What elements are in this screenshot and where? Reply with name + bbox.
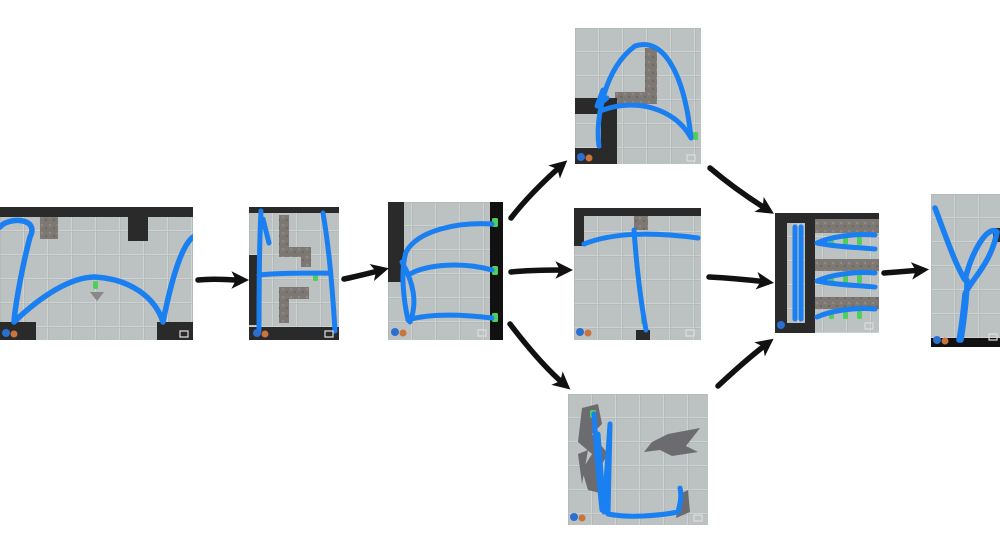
path-stroke [932, 205, 1000, 343]
crystal-icon [693, 132, 698, 140]
hand-icon [324, 330, 334, 338]
level-4b-panel[interactable] [574, 208, 701, 340]
orange-character-icon [578, 514, 586, 522]
shard-cluster [644, 428, 700, 456]
blue-character-icon [391, 328, 399, 336]
orange-character-icon [585, 154, 593, 162]
wall [574, 208, 584, 246]
path-stroke [591, 411, 684, 519]
hand-icon [685, 329, 695, 337]
arrow-4a-5 [707, 165, 774, 214]
path-stroke [399, 221, 495, 325]
orange-character-icon [584, 329, 592, 337]
level-4a-panel[interactable] [575, 28, 701, 164]
wall [601, 98, 617, 164]
orange-character-icon [10, 330, 18, 338]
level-6-panel[interactable] [931, 194, 1000, 347]
wall [0, 207, 193, 217]
hand-icon [686, 154, 696, 162]
blue-character-icon [570, 513, 578, 521]
path-stroke [256, 208, 338, 334]
orange-character-icon [399, 329, 407, 337]
rock-block [40, 217, 58, 239]
orange-character-icon [941, 337, 949, 345]
wall [249, 255, 257, 325]
level-2-panel[interactable] [249, 207, 339, 340]
blue-character-icon [253, 329, 261, 337]
goal-marker [90, 292, 104, 301]
blue-character-icon [576, 328, 584, 336]
level-4c-panel[interactable] [568, 394, 708, 525]
blue-character-icon [777, 321, 785, 329]
hand-icon [864, 322, 874, 330]
shard-cluster [578, 404, 608, 494]
hand-icon [988, 333, 998, 341]
hand-icon [179, 330, 189, 338]
crystal-icon [93, 281, 98, 289]
arrow-2-3 [341, 264, 389, 282]
wall [128, 217, 148, 241]
path-stroke [792, 224, 878, 322]
arrow-3-4b [508, 261, 574, 279]
level-5-panel[interactable] [775, 213, 879, 333]
path-stroke [594, 42, 694, 149]
blue-character-icon [2, 329, 10, 337]
level-1-panel[interactable] [0, 207, 193, 340]
hand-icon [693, 514, 703, 522]
arrow-3-4c [507, 321, 571, 390]
arrow-4c-5 [715, 338, 774, 389]
blue-character-icon [577, 153, 585, 161]
hand-icon [477, 329, 487, 337]
arrow-5-6 [881, 262, 930, 280]
arrow-1-2 [195, 271, 250, 289]
level-3-panel[interactable] [388, 202, 503, 340]
blue-character-icon [933, 336, 941, 344]
wall [157, 322, 193, 340]
arrow-3-4a [508, 160, 568, 221]
path-stroke [581, 227, 701, 333]
orange-character-icon [261, 330, 269, 338]
arrow-4b-5 [706, 272, 774, 290]
path-stroke [0, 217, 193, 325]
